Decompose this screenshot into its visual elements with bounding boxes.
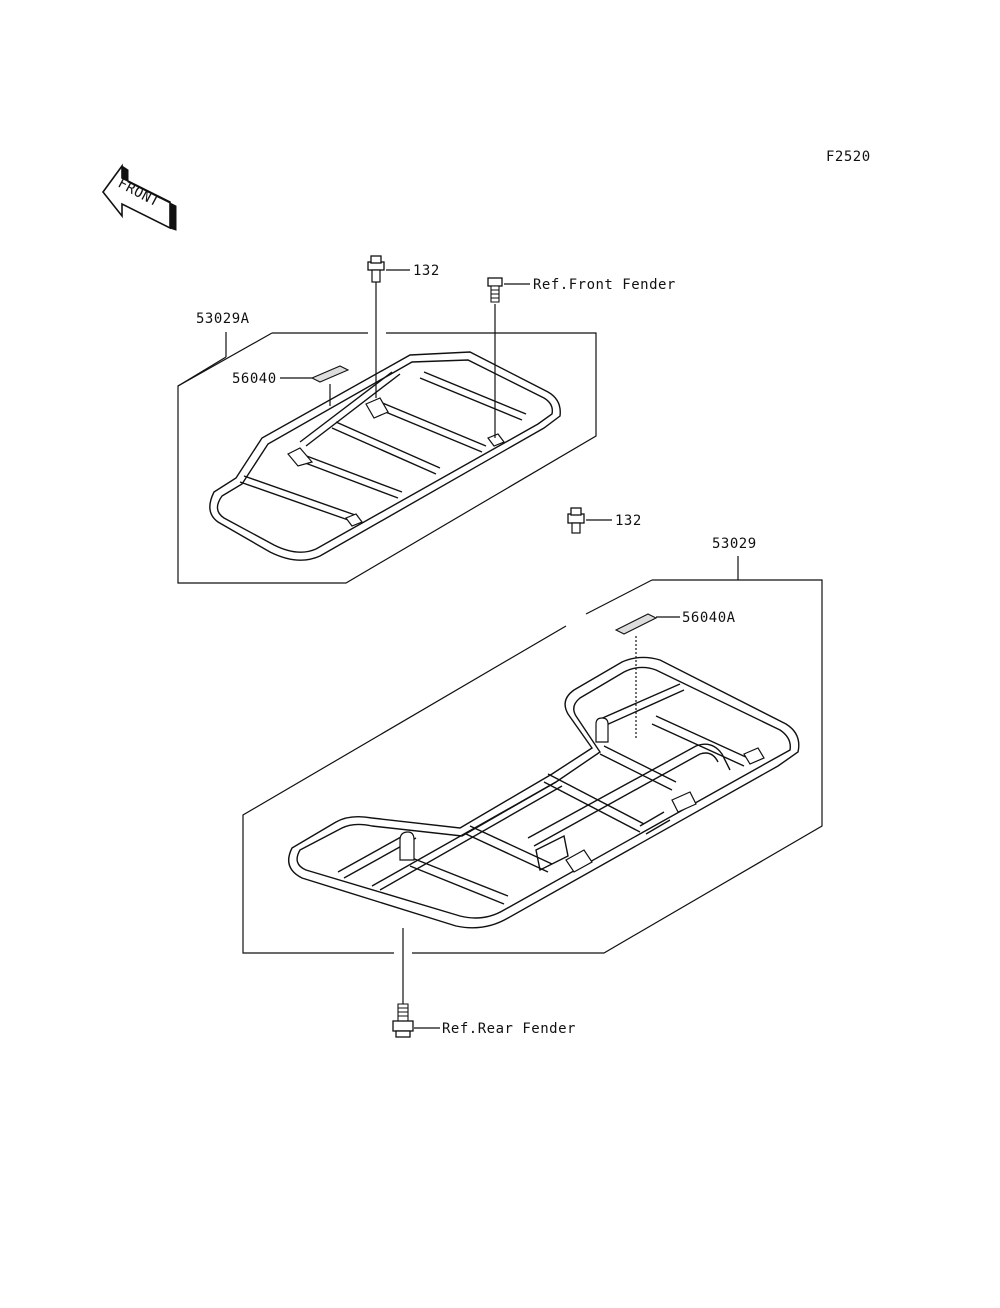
front-direction-arrow-icon: FRONT	[101, 163, 177, 231]
rear-carrier-group: 53029 56040A	[242, 536, 823, 1038]
part-label-132-top: 132	[413, 263, 440, 279]
rear-label-sticker-icon	[614, 613, 658, 740]
bolt-rear-fender-icon	[392, 1003, 414, 1038]
part-label-front-fender: Ref.Front Fender	[533, 277, 676, 293]
front-label-sticker-icon	[310, 365, 350, 406]
front-carrier-frame	[209, 351, 561, 561]
figure-code: F2520	[826, 149, 871, 165]
part-label-rear-carrier: 53029	[712, 536, 757, 552]
part-label-56040: 56040	[232, 371, 277, 387]
part-label-front-carrier: 53029A	[196, 311, 250, 327]
part-label-56040A: 56040A	[682, 610, 736, 626]
part-label-rear-fender: Ref.Rear Fender	[442, 1021, 576, 1037]
part-label-132-mid: 132	[615, 513, 642, 529]
bolt-132-mid-icon	[567, 507, 585, 534]
bolt-132-top-icon	[367, 255, 385, 398]
front-carrier-group: 132 Ref.Front Fender 53029A 56040	[177, 255, 676, 584]
bolt-front-fender-icon	[487, 277, 503, 438]
rear-carrier-frame	[288, 656, 800, 929]
